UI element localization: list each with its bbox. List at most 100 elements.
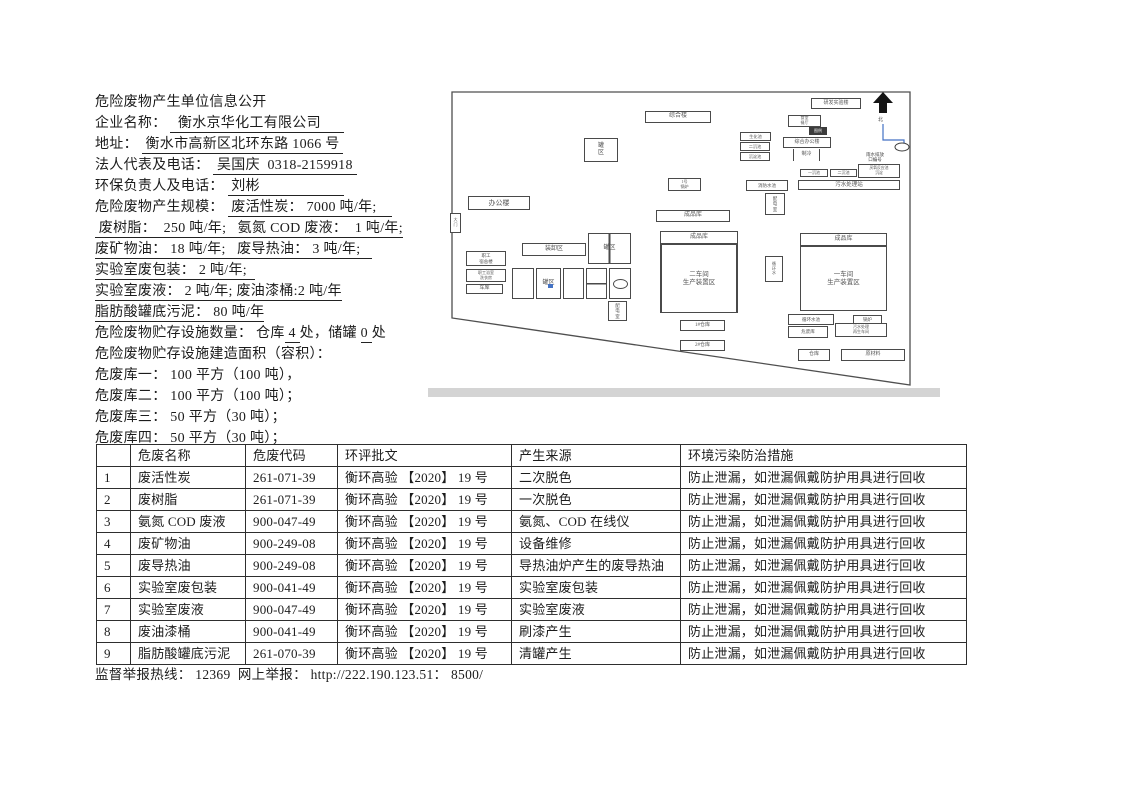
field-label: 危废库三： 50 平方（30 吨）； [95, 410, 286, 425]
info-block: 危险废物产生单位信息公开企业名称： 衡水京华化工有限公司 地址： 衡水市高新区北… [95, 93, 440, 450]
info-line: 危险废物贮存设施数量： 仓库 4 处，储罐 0 处 [95, 324, 440, 345]
table-cell: 衡环高验 【2020】 19 号 [337, 554, 512, 577]
info-line: 危废库三： 50 平方（30 吨）； [95, 408, 440, 429]
north-arrow-icon [873, 92, 893, 113]
underlined-value: 0 [360, 326, 372, 343]
info-line: 危废库一： 100 平方（100 吨）， [95, 366, 440, 387]
table-cell: 一次脱色 [511, 488, 681, 511]
underlined-value: 吴国庆 0318-2159918 [213, 158, 357, 175]
site-map-overlay [451, 91, 911, 386]
diagram-shadow [428, 388, 940, 397]
info-line: 废树脂： 250 吨/年; 氨氮 COD 废液： 1 吨/年; [95, 219, 440, 240]
table-cell: 900-041-49 [245, 620, 338, 643]
info-line: 危险废物产生规模： 废活性炭： 7000 吨/年; [95, 198, 440, 219]
info-line: 危废库四： 50 平方（30 吨）； [95, 429, 440, 450]
fire-water-pool: 消防水池 [746, 180, 788, 191]
underlined-value: 废树脂： 250 吨/年; 氨氮 COD 废液： 1 吨/年; [95, 221, 403, 238]
reaction-pool: 厌氧反应池 沉淀 [858, 164, 900, 178]
table-cell: 防止泄漏，如泄漏佩戴防护用具进行回收 [680, 488, 967, 511]
field-label: 处，储罐 [299, 326, 361, 341]
workshop-cell-3 [586, 268, 607, 299]
table-cell: 6 [96, 576, 131, 599]
wwtp: 污水处理站 [798, 180, 900, 190]
table-cell: 实验室废包装 [130, 576, 246, 599]
table-cell: 防止泄漏，如泄漏佩戴防护用具进行回收 [680, 620, 967, 643]
loading-area: 装卸区 [522, 243, 586, 256]
table-cell: 900-249-08 [245, 532, 338, 555]
table-cell: 氨氮 COD 废液 [130, 510, 246, 533]
table-cell: 二次脱色 [511, 466, 681, 489]
table-cell: 衡环高验 【2020】 19 号 [337, 576, 512, 599]
table-cell: 900-047-49 [245, 598, 338, 621]
legend-box: 图例 [809, 127, 827, 135]
tank-area-west: 罐区 [588, 233, 631, 264]
field-label: 地址： [95, 137, 142, 152]
boiler-room: 1号 锅炉 [668, 178, 701, 191]
workshop1-body: 一车间 生产装置区 [800, 246, 887, 311]
column-header: 产生来源 [511, 444, 681, 467]
info-line: 脂肪酸罐底污泥： 80 吨/年 [95, 303, 440, 324]
field-label: 危废库四： 50 平方（30 吨）； [95, 431, 286, 446]
table-cell: 脂肪酸罐底污泥 [130, 642, 246, 665]
hotline-text: 监督举报热线： 12369 网上举报： [95, 667, 311, 682]
column-header: 危废名称 [130, 444, 246, 467]
underlined-value: 废矿物油： 18 吨/年; 废导热油： 3 吨/年; [95, 242, 372, 259]
power-room-west: 配 电 室 [608, 301, 627, 321]
info-line: 实验室废液： 2 吨/年; 废油漆桶:2 吨/年 [95, 282, 440, 303]
table-cell: 1 [96, 466, 131, 489]
table-cell: 实验室废液 [130, 598, 246, 621]
table-cell: 废活性炭 [130, 466, 246, 489]
office-annex: 综合办公楼 [783, 137, 831, 148]
table-cell: 8 [96, 620, 131, 643]
underlined-value: 实验室废包装： 2 吨/年; [95, 263, 255, 280]
regen-workshop: 污水处理 再生车间 [835, 323, 887, 337]
table-cell: 废矿物油 [130, 532, 246, 555]
circulating-water: 循 环 水 [765, 256, 783, 282]
tank-area-small: 罐区 [536, 268, 561, 299]
warehouse-3: 仓库 [798, 349, 830, 361]
info-line: 实验室废包装： 2 吨/年; [95, 261, 440, 282]
building-hq: 综合楼 [645, 111, 711, 123]
underlined-value: 实验室废液： 2 吨/年; 废油漆桶:2 吨/年 [95, 284, 342, 301]
table-cell: 7 [96, 598, 131, 621]
underlined-value: 衡水京华化工有限公司 [170, 116, 344, 133]
table-cell: 900-041-49 [245, 576, 338, 599]
field-label: 危险废物贮存设施数量： 仓库 [95, 326, 285, 341]
column-header: 危废代码 [245, 444, 338, 467]
field-label: 危险废物贮存设施建造面积（容积）： [95, 347, 332, 362]
main-gate: 大 门 [450, 213, 461, 233]
table-cell: 261-070-39 [245, 642, 338, 665]
table-cell: 衡环高验 【2020】 19 号 [337, 532, 512, 555]
warehouse-1: 1#仓库 [680, 320, 725, 331]
sediment-pool-2: 沉淀池 [740, 152, 770, 161]
table-cell: 实验室废包装 [511, 576, 681, 599]
table-cell: 实验室废液 [511, 598, 681, 621]
field-label: 环保负责人及电话： [95, 179, 228, 194]
info-line: 地址： 衡水市高新区北环东路 1066 号 [95, 135, 440, 156]
underlined-value: 脂肪酸罐底污泥： 80 吨/年 [95, 305, 265, 322]
workshop2-body: 二车间 生产装置区 [660, 244, 738, 313]
field-label: 危险废物产生规模： [95, 200, 228, 215]
table-cell: 衡环高验 【2020】 19 号 [337, 510, 512, 533]
tank-cell [609, 268, 631, 299]
underlined-value: 衡水市高新区北环东路 1066 号 [141, 137, 344, 154]
field-label: 危险废物产生单位信息公开 [95, 95, 267, 110]
field-label: 企业名称： [95, 116, 171, 131]
table-cell: 衡环高验 【2020】 19 号 [337, 488, 512, 511]
table-cell: 防止泄漏，如泄漏佩戴防护用具进行回收 [680, 532, 967, 555]
warehouse-2: 2#仓库 [680, 340, 725, 351]
lab-building: 研发实验楼 [811, 98, 861, 109]
settling-pool-2: 二沉池 [830, 169, 857, 177]
table-cell: 防止泄漏，如泄漏佩戴防护用具进行回收 [680, 466, 967, 489]
finished-goods-store: 成品库 [656, 210, 730, 222]
info-line: 危废库二： 100 平方（100 吨）； [95, 387, 440, 408]
circ-pool-south: 循环水池 [788, 314, 834, 325]
table-cell: 氨氮、COD 在线仪 [511, 510, 681, 533]
header-row: 危废名称危废代码环评批文产生来源环境污染防治措施 [96, 444, 967, 467]
table-cell: 废油漆桶 [130, 620, 246, 643]
